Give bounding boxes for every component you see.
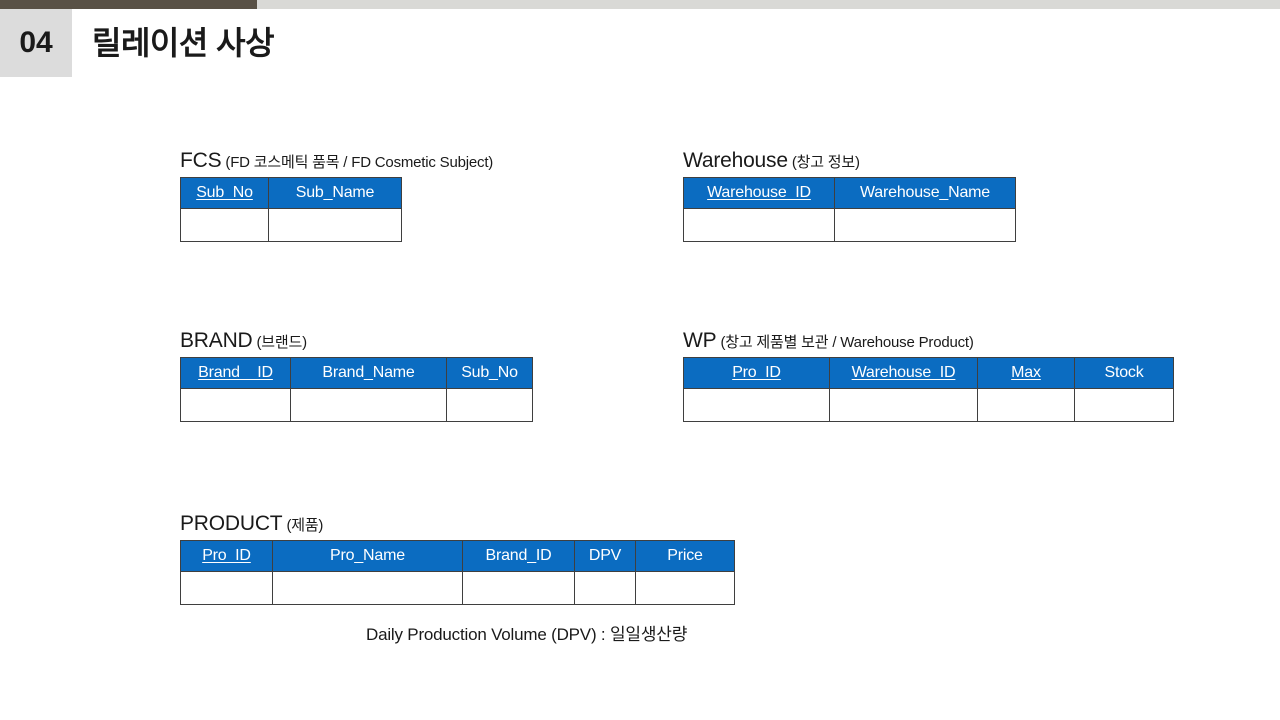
column-header-stock: Stock	[1074, 357, 1174, 389]
entity-wp-name: WP	[683, 329, 717, 352]
column-header-pro-id: Pro_ID	[180, 540, 273, 572]
slide-number-badge: 04	[0, 9, 72, 77]
entity-brand-description: (브랜드)	[256, 334, 308, 351]
entity-fcs-description: (FD 코스메틱 품목 / FD Cosmetic Subject)	[225, 154, 494, 171]
column-header-warehouse-id: Warehouse_ID	[829, 357, 978, 389]
table-header-row: Pro_ID Warehouse_ID Max Stock	[683, 357, 1174, 389]
table-header-row: Brand__ID Brand_Name Sub_No	[180, 357, 533, 389]
entity-brand-name: BRAND	[180, 329, 253, 352]
entity-wp-caption: WP(창고 제품별 보관 / Warehouse Product)	[683, 330, 1174, 351]
table-cell	[180, 571, 273, 605]
table-header-row: Warehouse_ID Warehouse_Name	[683, 177, 1016, 209]
table-header-row: Sub_No Sub_Name	[180, 177, 402, 209]
entity-brand: BRAND(브랜드) Brand__ID Brand_Name Sub_No	[180, 330, 533, 422]
column-header-sub-name: Sub_Name	[268, 177, 402, 209]
entity-warehouse-caption: Warehouse(창고 정보)	[683, 150, 1016, 171]
table-cell	[635, 571, 735, 605]
column-header-sub-no: Sub_No	[446, 357, 533, 389]
entity-warehouse-description: (창고 정보)	[791, 154, 860, 171]
table-cell	[272, 571, 463, 605]
table-cell	[180, 388, 291, 422]
table-cell	[290, 388, 447, 422]
table-row	[180, 571, 735, 605]
entity-warehouse-name: Warehouse	[683, 149, 788, 172]
relation-table-fcs: Sub_No Sub_Name	[180, 177, 402, 242]
column-header-pro-name: Pro_Name	[272, 540, 463, 572]
relation-table-warehouse: Warehouse_ID Warehouse_Name	[683, 177, 1016, 242]
table-cell	[574, 571, 636, 605]
column-header-brand-id: Brand__ID	[180, 357, 291, 389]
relation-table-wp: Pro_ID Warehouse_ID Max Stock	[683, 357, 1174, 422]
column-header-brand-name: Brand_Name	[290, 357, 447, 389]
table-row	[683, 388, 1174, 422]
table-cell	[683, 208, 835, 242]
table-cell	[1074, 388, 1174, 422]
column-header-pro-id: Pro_ID	[683, 357, 830, 389]
entity-product-name: PRODUCT	[180, 512, 283, 535]
table-cell	[462, 571, 575, 605]
dpv-footnote: Daily Production Volume (DPV) : 일일생산량	[366, 625, 688, 644]
table-cell	[977, 388, 1075, 422]
entity-product-caption: PRODUCT(제품)	[180, 513, 735, 534]
table-row	[180, 208, 402, 242]
table-header-row: Pro_ID Pro_Name Brand_ID DPV Price	[180, 540, 735, 572]
table-cell	[446, 388, 533, 422]
entity-fcs-caption: FCS(FD 코스메틱 품목 / FD Cosmetic Subject)	[180, 150, 493, 171]
entity-fcs: FCS(FD 코스메틱 품목 / FD Cosmetic Subject) Su…	[180, 150, 493, 242]
page-title: 릴레이션 사상	[92, 25, 275, 61]
table-cell	[834, 208, 1016, 242]
column-header-max: Max	[977, 357, 1075, 389]
column-header-warehouse-id: Warehouse_ID	[683, 177, 835, 209]
relation-table-brand: Brand__ID Brand_Name Sub_No	[180, 357, 533, 422]
entity-product: PRODUCT(제품) Pro_ID Pro_Name Brand_ID DPV…	[180, 513, 735, 605]
column-header-warehouse-name: Warehouse_Name	[834, 177, 1016, 209]
top-decoration-bar	[0, 0, 1280, 9]
table-cell	[180, 208, 269, 242]
entity-brand-caption: BRAND(브랜드)	[180, 330, 533, 351]
table-row	[683, 208, 1016, 242]
table-row	[180, 388, 533, 422]
column-header-sub-no: Sub_No	[180, 177, 269, 209]
table-cell	[829, 388, 978, 422]
table-cell	[268, 208, 402, 242]
column-header-price: Price	[635, 540, 735, 572]
entity-wp-description: (창고 제품별 보관 / Warehouse Product)	[720, 334, 974, 351]
relation-table-product: Pro_ID Pro_Name Brand_ID DPV Price	[180, 540, 735, 605]
column-header-brand-id: Brand_ID	[462, 540, 575, 572]
entity-wp: WP(창고 제품별 보관 / Warehouse Product) Pro_ID…	[683, 330, 1174, 422]
top-bar-dark-segment	[0, 0, 257, 9]
top-bar-light-segment	[257, 0, 1280, 9]
column-header-dpv: DPV	[574, 540, 636, 572]
table-cell	[683, 388, 830, 422]
entity-fcs-name: FCS	[180, 149, 222, 172]
entity-warehouse: Warehouse(창고 정보) Warehouse_ID Warehouse_…	[683, 150, 1016, 242]
entity-product-description: (제품)	[286, 517, 324, 534]
